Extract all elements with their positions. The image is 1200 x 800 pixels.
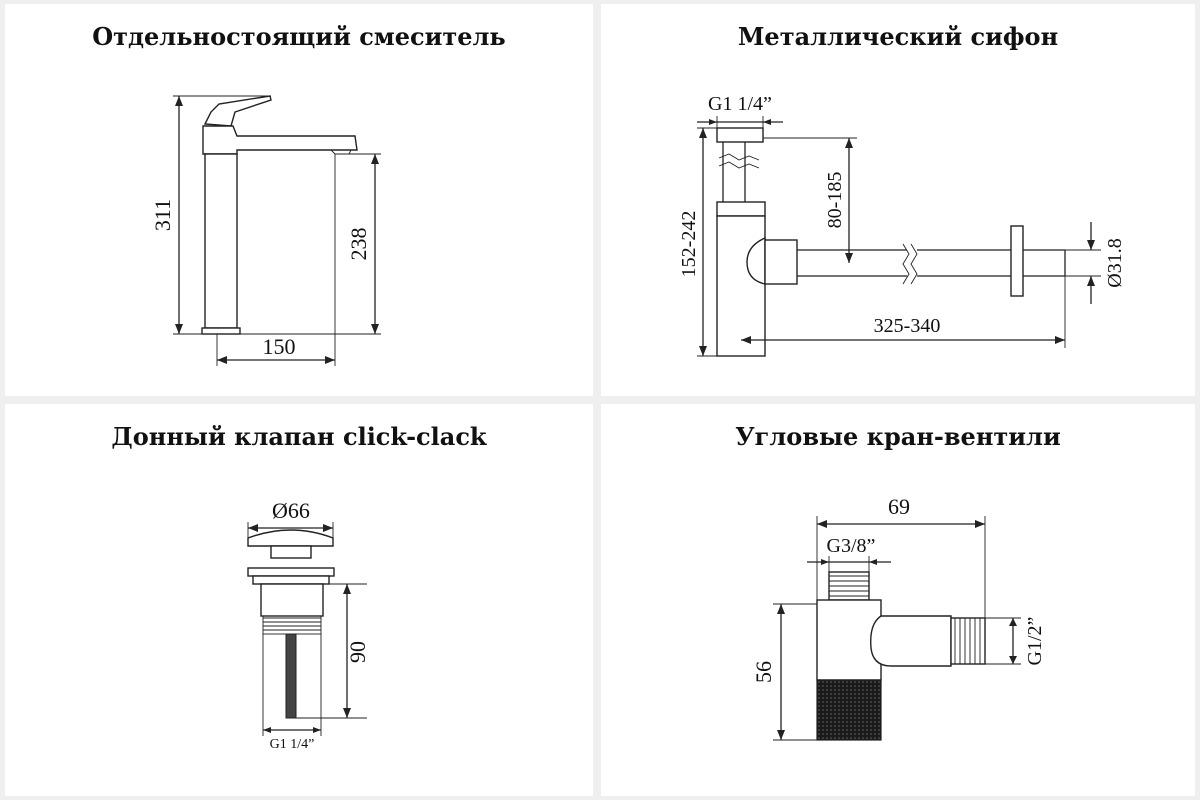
siphon-panel: Металлический сифон [601, 4, 1195, 396]
siphon-title: Металлический сифон [737, 22, 1059, 51]
valve-drawing: Ø66 90 G1 1/4” [247, 498, 370, 752]
siphon-body [716, 127, 1066, 357]
mixer-drawing: 311 238 150 [150, 95, 381, 366]
angle-valve-dim-outlet: G1/2” [985, 617, 1046, 666]
siphon-dim-outlet-height: 80-185 [763, 137, 857, 263]
mixer-body [201, 95, 358, 335]
valve-height-label: 90 [345, 641, 370, 663]
angle-valve-outlet-label: G1/2” [1024, 617, 1046, 666]
valve-panel: Донный клапан click-clack [5, 404, 593, 796]
angle-valve-width-label: 69 [888, 494, 910, 519]
valve-dim-thread: G1 1/4” [262, 634, 322, 752]
angle-valve-dim-inlet: G3/8” [807, 535, 891, 572]
angle-valve-height-label: 56 [751, 661, 776, 683]
siphon-dim-thread: G1 1/4” [697, 93, 783, 128]
siphon-length-label: 325-340 [874, 315, 941, 337]
angle-valve-inlet-label: G3/8” [827, 535, 876, 557]
siphon-thread-label: G1 1/4” [708, 93, 772, 115]
mixer-reach-label: 150 [263, 334, 296, 359]
angle-valve-dim-height: 56 [751, 603, 817, 741]
angle-valve-drawing: 69 G3/8” 56 [751, 494, 1046, 741]
mixer-dim-reach: 150 [216, 154, 336, 366]
mixer-spout-label: 238 [346, 228, 371, 261]
valve-dim-diameter: Ø66 [247, 498, 334, 538]
siphon-diameter-label: Ø31.8 [1104, 238, 1126, 287]
mixer-dim-height: 311 [150, 95, 271, 335]
mixer-dim-spout: 238 [240, 153, 381, 335]
siphon-dim-length: 325-340 [741, 276, 1066, 348]
siphon-dim-height: 152-242 [678, 127, 717, 357]
valve-diameter-label: Ø66 [272, 498, 310, 523]
siphon-drawing: G1 1/4” 152-242 80-185 [678, 93, 1126, 357]
angle-valve-dim-width: 69 [816, 494, 986, 618]
valve-dim-height: 90 [296, 583, 370, 719]
siphon-outlet-height-label: 80-185 [824, 172, 846, 229]
siphon-dim-diameter: Ø31.8 [1065, 222, 1126, 304]
mixer-height-label: 311 [150, 199, 175, 231]
siphon-height-label: 152-242 [678, 211, 700, 278]
angle-valve-title: Угловые кран-вентили [735, 422, 1061, 451]
angle-valve-body [816, 571, 986, 741]
mixer-panel: Отдельностоящий смеситель 311 [5, 4, 593, 396]
mixer-title: Отдельностоящий смеситель [92, 22, 506, 51]
valve-body [247, 529, 335, 719]
valve-title: Донный клапан click-clack [111, 422, 487, 451]
angle-valve-panel: Угловые кран-вентили [601, 404, 1195, 796]
valve-thread-label: G1 1/4” [270, 737, 315, 752]
